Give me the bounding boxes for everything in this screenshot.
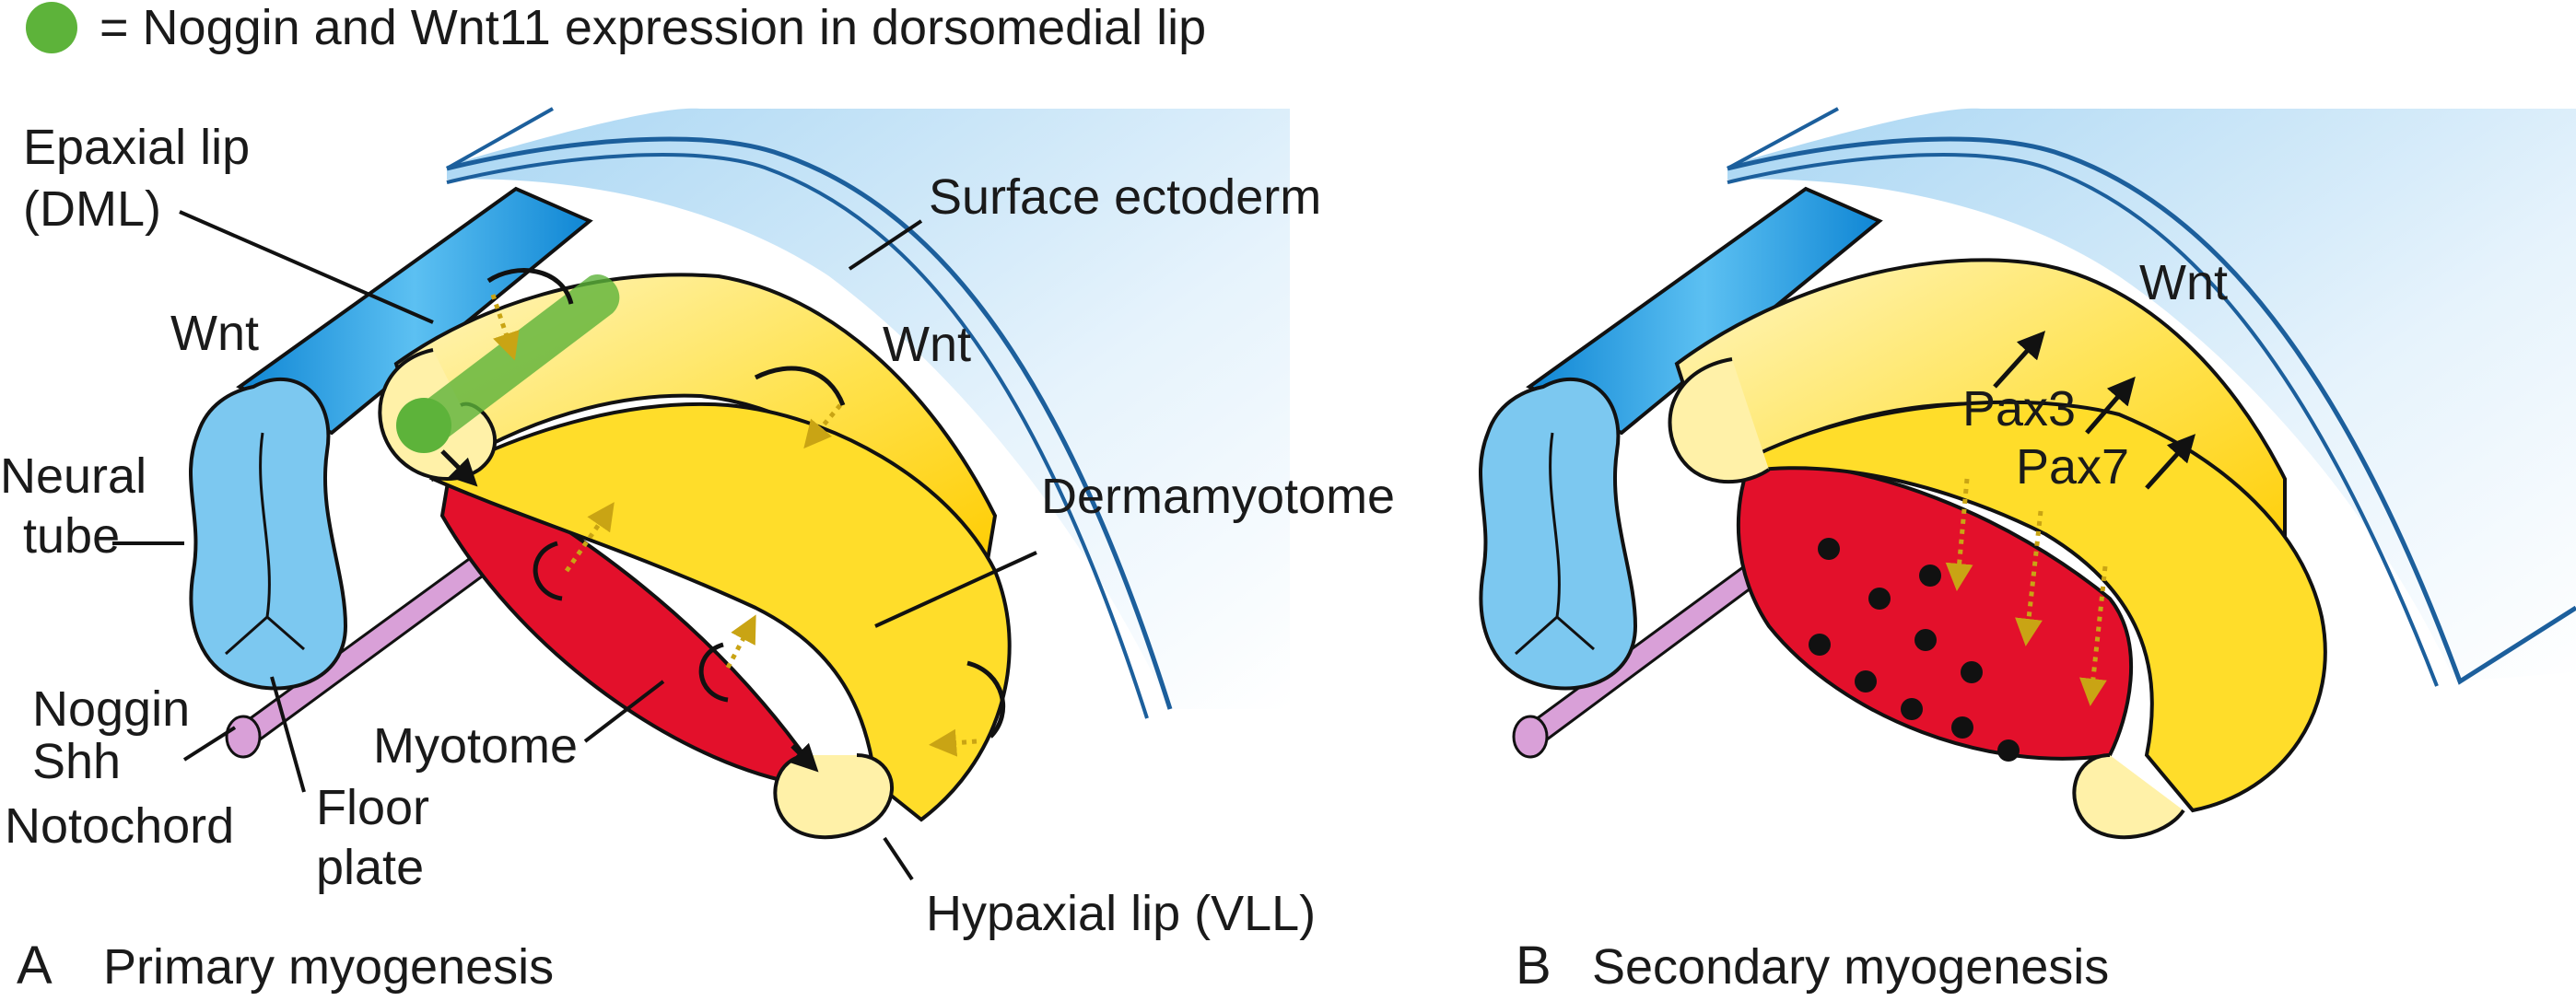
dotted-arrow xyxy=(2079,565,2108,706)
epaxial-lip-roll-b xyxy=(1668,357,1771,484)
curved-arrow xyxy=(966,660,1006,739)
neural-tube-b-section xyxy=(1478,377,1638,691)
curved-arrow xyxy=(754,366,846,406)
noggin-wnt11-expression-zone xyxy=(419,274,620,442)
leader-line xyxy=(182,726,237,762)
panel-b: Wnt Pax3 Pax7 B Secondary myogenesis xyxy=(1478,107,2576,995)
label-dermamyotome: Dermamyotome xyxy=(1041,469,1395,524)
curved-arrow xyxy=(486,268,574,305)
hypaxial-lip-roll-b xyxy=(2072,753,2185,840)
neural-tube-section xyxy=(188,377,348,691)
surface-ectoderm-b-back xyxy=(1727,107,1839,170)
surface-ectoderm-b-edge xyxy=(1727,136,2576,685)
noggin-wnt11-dot-icon xyxy=(396,398,451,453)
curved-arrow xyxy=(698,642,729,703)
label-neural-tube-2: tube xyxy=(23,508,120,564)
label-epaxial-lip: Epaxial lip xyxy=(23,120,250,175)
panel-a: Epaxial lip (DML) Surface ectoderm Wnt W… xyxy=(0,107,1395,995)
dermamyotome-b-side xyxy=(1712,400,2327,813)
label-wnt-b: Wnt xyxy=(2139,255,2228,310)
label-floor: Floor xyxy=(316,780,429,835)
panel-a-caption: Primary myogenesis xyxy=(103,939,554,995)
label-pax7: Pax7 xyxy=(2016,439,2129,495)
legend: = Noggin and Wnt11 expression in dorsome… xyxy=(26,0,1206,55)
notochord-end xyxy=(225,715,262,759)
leader-line xyxy=(583,680,665,743)
surface-ectoderm-edge xyxy=(446,136,1173,710)
label-notochord: Notochord xyxy=(5,798,234,854)
neural-tube-b-lumen xyxy=(1515,432,1595,656)
label-noggin: Noggin xyxy=(32,681,190,737)
label-myotome: Myotome xyxy=(373,718,578,774)
panel-b-letter: B xyxy=(1516,936,1551,995)
surface-ectoderm-back xyxy=(446,107,554,170)
legend-green-dot-icon xyxy=(26,2,77,53)
curved-arrow xyxy=(533,541,563,601)
leader-line xyxy=(848,219,923,271)
panel-b-caption: Secondary myogenesis xyxy=(1592,939,2109,995)
leader-line xyxy=(179,210,434,324)
surface-ectoderm xyxy=(447,108,1290,709)
dotted-arrow xyxy=(1945,478,1973,591)
surface-ectoderm-edge-2 xyxy=(446,153,1149,719)
label-plate: plate xyxy=(316,840,424,895)
label-wnt-left: Wnt xyxy=(170,306,259,361)
black-arrow xyxy=(2085,376,2136,435)
label-hypaxial-lip: Hypaxial lip (VLL) xyxy=(926,886,1316,941)
label-pax3: Pax3 xyxy=(1962,381,2076,436)
label-shh: Shh xyxy=(32,734,121,789)
dotted-arrow xyxy=(564,502,615,573)
label-surface-ectoderm: Surface ectoderm xyxy=(929,169,1321,225)
myotome-b-nuclei xyxy=(1809,538,2020,762)
surface-ectoderm-b-edge-2 xyxy=(1727,153,2439,687)
leader-line xyxy=(883,836,914,881)
black-arrow xyxy=(789,742,819,773)
label-dml: (DML) xyxy=(23,181,161,237)
black-arrow xyxy=(440,449,478,487)
legend-text: = Noggin and Wnt11 expression in dorsome… xyxy=(100,0,1206,55)
leader-line xyxy=(270,676,306,793)
surface-ectoderm-b xyxy=(1727,108,2576,681)
hypaxial-lip-roll xyxy=(773,753,895,840)
panel-a-letter: A xyxy=(17,936,53,995)
notochord-b-end xyxy=(1512,715,1549,759)
dotted-arrow xyxy=(725,614,756,669)
dotted-arrow xyxy=(2015,510,2043,646)
label-neural-tube-1: Neural xyxy=(0,448,146,504)
leader-line xyxy=(874,551,1037,628)
black-arrow xyxy=(1993,331,2046,389)
label-wnt-right: Wnt xyxy=(883,317,971,372)
black-arrow xyxy=(2145,434,2196,490)
dotted-arrow xyxy=(803,403,842,449)
neural-tube-lumen xyxy=(225,432,305,656)
dotted-arrow xyxy=(929,728,978,757)
